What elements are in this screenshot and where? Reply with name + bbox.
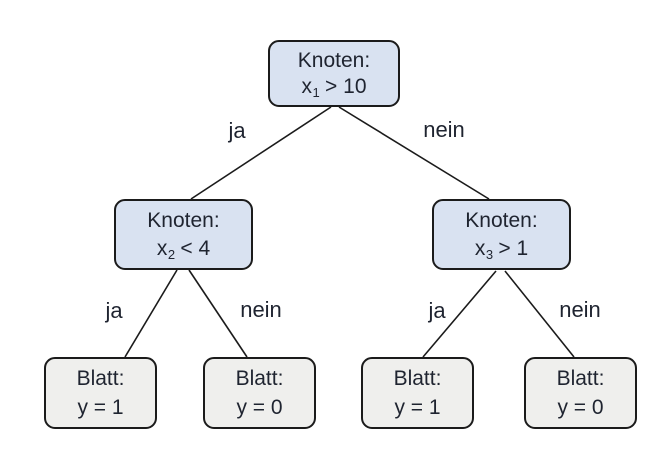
edge-label-left-ja: ja: [105, 298, 123, 323]
node-leaf-3-value: y = 1: [394, 395, 441, 419]
condition-subscript: 2: [167, 246, 176, 262]
node-right: Knoten: x3 > 1: [432, 199, 571, 270]
condition-comparison: < 4: [174, 236, 211, 260]
edge-left-left: [124, 269, 178, 358]
condition-subscript: 3: [485, 246, 494, 262]
node-left-condition: x2 < 4: [156, 236, 211, 262]
node-root-title: Knoten:: [297, 48, 371, 72]
condition-variable: x: [156, 236, 168, 260]
condition-variable: x: [301, 75, 312, 99]
node-root: Knoten: x1 > 10: [268, 40, 400, 107]
condition-subscript: 1: [312, 85, 320, 101]
edge-right-left: [422, 270, 497, 358]
edge-label-right-nein: nein: [559, 297, 601, 322]
node-right-condition: x3 > 1: [474, 236, 529, 262]
edge-root-left: [190, 106, 332, 200]
edge-right-right: [504, 270, 575, 358]
edge-label-root-ja: ja: [228, 118, 246, 143]
node-root-condition: x1 > 10: [301, 75, 367, 101]
node-leaf-4-title: Blatt:: [556, 367, 605, 391]
condition-comparison: > 1: [492, 236, 529, 260]
node-left-title: Knoten:: [147, 208, 220, 232]
condition-variable: x: [474, 236, 486, 260]
node-leaf-1-title: Blatt:: [76, 367, 125, 391]
condition-comparison: > 10: [319, 75, 367, 99]
node-leaf-2-value: y = 0: [236, 395, 283, 419]
node-leaf-2-title: Blatt:: [235, 367, 284, 391]
node-left: Knoten: x2 < 4: [114, 199, 253, 270]
edge-label-left-nein: nein: [240, 297, 282, 322]
node-leaf-3: Blatt: y = 1: [361, 357, 474, 429]
node-leaf-2: Blatt: y = 0: [203, 357, 316, 429]
edge-left-right: [188, 269, 248, 358]
node-leaf-1: Blatt: y = 1: [44, 357, 157, 429]
edge-label-right-ja: ja: [428, 298, 446, 323]
node-right-title: Knoten:: [465, 208, 538, 232]
node-leaf-4: Blatt: y = 0: [524, 357, 637, 429]
node-leaf-4-value: y = 0: [557, 395, 604, 419]
node-leaf-3-title: Blatt:: [393, 367, 442, 391]
node-leaf-1-value: y = 1: [77, 395, 124, 419]
edge-root-right: [338, 106, 490, 200]
edge-label-root-nein: nein: [423, 117, 465, 142]
